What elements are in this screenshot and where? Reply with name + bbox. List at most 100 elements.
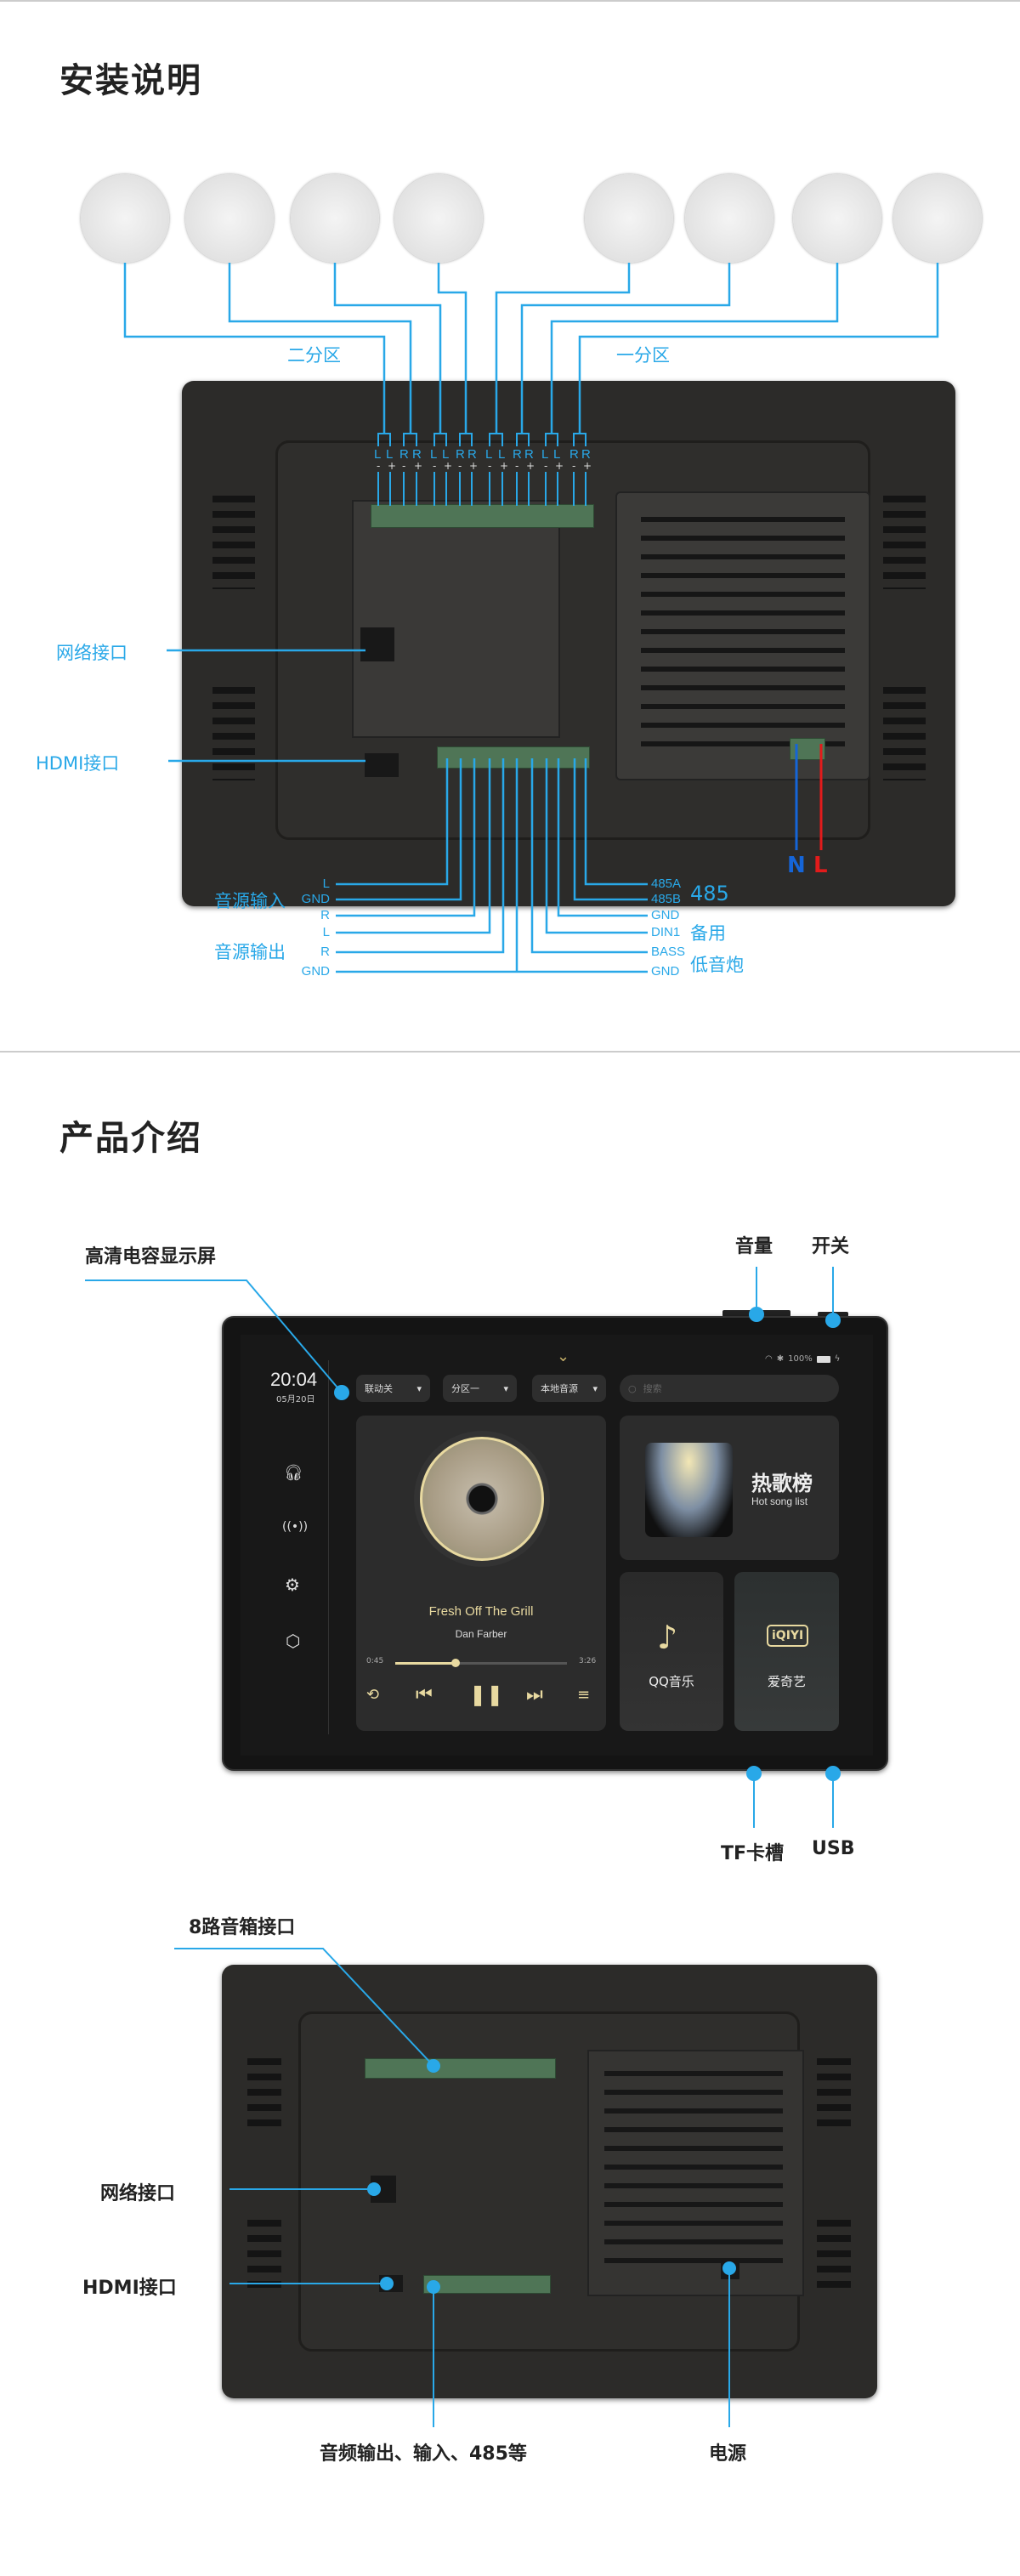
caret-down-icon: ▾ — [503, 1382, 508, 1394]
pin-left-gnd2: GND — [301, 964, 330, 979]
hot-subtitle: Hot song list — [751, 1495, 808, 1507]
pin-left-R: R — [320, 908, 330, 922]
zone-1-label: 一分区 — [616, 345, 670, 366]
qq-music-card[interactable]: ♪ QQ音乐 — [620, 1572, 723, 1731]
speaker-8 — [893, 174, 982, 263]
pin-485b: 485B — [651, 892, 682, 906]
pin-left-gnd: GND — [301, 892, 330, 906]
now-playing-card: Fresh Off The Grill Dan Farber 0:45 3:26… — [356, 1416, 606, 1731]
elapsed-time: 0:45 — [366, 1657, 384, 1665]
terminal-label: R — [581, 447, 591, 462]
pin-left-R2: R — [320, 945, 330, 959]
main-board-cover — [352, 500, 560, 738]
polarity: - — [433, 460, 437, 472]
concert-image — [645, 1443, 733, 1537]
speaker-6 — [685, 174, 774, 263]
zone-dropdown[interactable]: 分区一 ▾ — [443, 1375, 517, 1402]
sidebar-divider — [328, 1360, 329, 1734]
vent — [817, 2220, 851, 2296]
usb-label: USB — [812, 1838, 855, 1859]
dropdown-label: 分区一 — [451, 1383, 479, 1394]
product-title: 产品介绍 — [60, 1119, 202, 1158]
audio-out-label: 音源输出 — [214, 942, 286, 962]
cube-icon[interactable]: ⬡ — [286, 1631, 301, 1651]
battery-icon — [816, 1355, 830, 1363]
progress-knob[interactable] — [450, 1659, 460, 1667]
display-label: 高清电容显示屏 — [85, 1246, 217, 1268]
playlist-icon[interactable]: ≡ — [577, 1686, 591, 1704]
device-back-photo — [182, 381, 955, 906]
device-back-photo-2 — [222, 1965, 877, 2398]
clock-time: 20:04 — [270, 1369, 318, 1390]
speaker-terminal-block — [365, 2058, 556, 2079]
progress-slider[interactable] — [395, 1659, 567, 1667]
spare-label: 备用 — [690, 923, 726, 944]
chevron-down-icon[interactable]: ⌄ — [557, 1348, 570, 1365]
song-title: Fresh Off The Grill — [428, 1604, 534, 1619]
headphones-icon[interactable]: 🎧︎ — [284, 1464, 303, 1482]
polarity: - — [544, 460, 548, 472]
polarity: + — [469, 460, 479, 472]
search-input[interactable]: ○ 搜索 — [620, 1375, 839, 1402]
terminal-label: L — [386, 447, 394, 462]
source-dropdown[interactable]: 本地音源 ▾ — [532, 1375, 606, 1402]
rs485-label: 485 — [690, 882, 729, 905]
broadcast-icon[interactable]: ((•)) — [282, 1520, 309, 1534]
vent — [212, 687, 255, 780]
search-icon: ○ — [628, 1382, 637, 1394]
caret-down-icon: ▾ — [592, 1382, 598, 1394]
terminal-label: R — [570, 447, 579, 462]
hot-song-list-card[interactable]: 热歌榜 Hot song list — [620, 1416, 839, 1560]
terminal-label: L — [374, 447, 382, 462]
pin-left-L2: L — [322, 925, 330, 939]
iqiyi-card[interactable]: iQIYI 爱奇艺 — [734, 1572, 839, 1731]
network-jack — [360, 627, 394, 661]
pause-icon[interactable]: ❚❚ — [469, 1682, 504, 1706]
speaker-3 — [291, 174, 379, 263]
zone-2-label: 二分区 — [287, 345, 341, 366]
wiring-diagram — [123, 263, 939, 973]
pin-485a: 485A — [651, 877, 682, 891]
vent — [641, 517, 845, 755]
install-title: 安装说明 — [60, 61, 202, 100]
pin-left-L: L — [322, 877, 330, 891]
settings-icon[interactable]: ⚙ — [285, 1575, 300, 1595]
terminal-label: R — [513, 447, 522, 462]
speaker-4 — [394, 174, 483, 263]
polarity: + — [526, 460, 536, 472]
power-live-label: L — [813, 853, 828, 878]
speaker-terminal-block — [371, 504, 594, 528]
polarity: + — [583, 460, 592, 472]
next-icon[interactable]: ⏭︎ — [526, 1684, 543, 1705]
status-bar: ◠ ✱ 100% ϟ — [765, 1354, 840, 1364]
terminal-label: R — [524, 447, 534, 462]
vent — [883, 496, 926, 589]
terminal-label: L — [553, 447, 561, 462]
audio-io-label: 音频输出、输入、485等 — [320, 2443, 527, 2465]
polarity: + — [444, 460, 453, 472]
qq-music-label: QQ音乐 — [649, 1674, 694, 1689]
linkage-dropdown[interactable]: 联动关 ▾ — [356, 1375, 430, 1402]
previous-icon[interactable]: ⏮︎ — [416, 1684, 433, 1705]
vent — [247, 2058, 281, 2135]
terminal-label: L — [498, 447, 506, 462]
caret-down-icon: ▾ — [416, 1382, 422, 1394]
network-port-label: 网络接口 — [56, 643, 128, 663]
polarity: - — [402, 460, 406, 472]
pin-gnd2: GND — [651, 964, 680, 979]
volume-label: 音量 — [735, 1236, 774, 1257]
vent — [212, 496, 255, 589]
pin-din1: DIN1 — [651, 925, 681, 939]
search-placeholder: 搜索 — [643, 1383, 662, 1394]
dropdown-label: 本地音源 — [541, 1383, 578, 1394]
terminal-label: L — [442, 447, 450, 462]
progress-fill — [395, 1662, 456, 1665]
dropdown-label: 联动关 — [365, 1383, 393, 1394]
repeat-icon[interactable]: ⟲ — [366, 1686, 380, 1704]
section-divider — [0, 1051, 1020, 1053]
network-port-label-2: 网络接口 — [100, 2183, 176, 2204]
hdmi-port-label: HDMI接口 — [36, 753, 120, 774]
tf-slot-label: TF卡槽 — [721, 1843, 785, 1864]
audio-in-label: 音源输入 — [214, 891, 286, 911]
